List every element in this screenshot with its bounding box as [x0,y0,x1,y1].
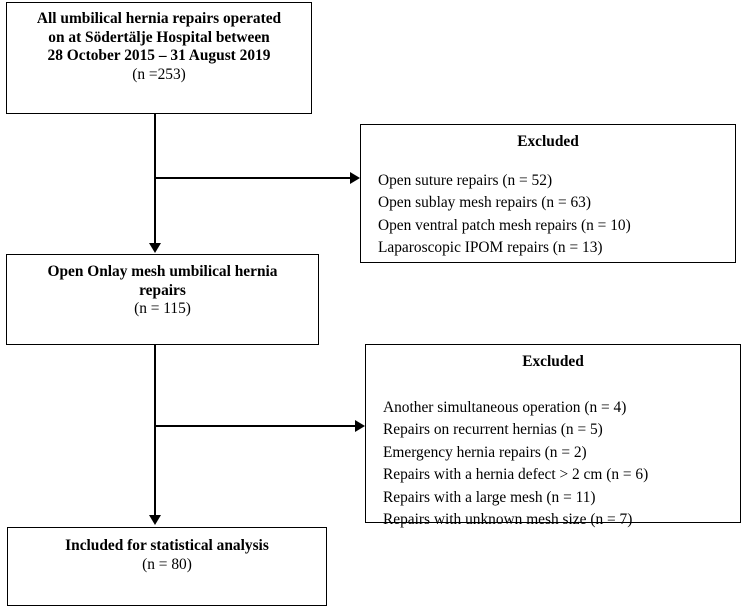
list-item: Repairs on recurrent hernias (n = 5) [383,421,603,439]
box-excluded-first: Excluded Open suture repairs (n = 52) Op… [360,124,736,263]
box-included-count: (n = 80) [142,555,192,573]
arrowhead-right-to-excluded-second [355,419,365,432]
box-source-body: All umbilical hernia repairs operated on… [7,10,311,84]
list-item: Repairs with a large mesh (n = 11) [383,488,596,506]
box-cohort-body: Open Onlay mesh umbilical hernia repairs… [15,263,310,319]
excluded-second-list: Another simultaneous operation (n = 4) R… [366,397,740,531]
list-item: Open sublay mesh repairs (n = 63) [378,194,591,212]
box-source-line-2: on at Södertälje Hospital between [48,28,270,46]
connector-horizontal-to-excluded-second [154,425,356,427]
box-onlay-mesh-cohort: Open Onlay mesh umbilical hernia repairs… [6,254,319,345]
excluded-first-title: Excluded [517,133,579,150]
arrowhead-down-to-included [148,515,161,525]
list-item: Repairs with unknown mesh size (n = 7) [383,511,633,529]
list-item: Open ventral patch mesh repairs (n = 10) [378,216,631,234]
box-cohort-line-2: repairs [139,281,186,299]
box-included-body: Included for statistical analysis (n = 8… [8,537,326,574]
box-source-count: (n =253) [132,65,186,83]
connector-vertical-source-to-cohort [154,113,156,245]
box-source-line-1: All umbilical hernia repairs operated [36,10,282,27]
list-item: Repairs with a hernia defect > 2 cm (n =… [383,466,649,484]
arrowhead-right-to-excluded-first [350,171,360,184]
box-included-line-1: Included for statistical analysis [65,537,269,554]
box-source-line-3: 28 October 2015 – 31 August 2019 [47,47,271,65]
connector-vertical-cohort-to-included [154,344,156,516]
box-source-population: All umbilical hernia repairs operated on… [6,2,312,114]
list-item: Another simultaneous operation (n = 4) [383,399,627,416]
list-item: Laparoscopic IPOM repairs (n = 13) [378,239,603,257]
list-item: Emergency hernia repairs (n = 2) [383,443,587,461]
excluded-first-list: Open suture repairs (n = 52) Open sublay… [361,170,735,260]
arrowhead-down-to-cohort [148,243,161,253]
box-included-analysis: Included for statistical analysis (n = 8… [7,527,327,606]
list-item: Open suture repairs (n = 52) [378,172,553,189]
box-cohort-count: (n = 115) [134,300,191,318]
box-cohort-line-1: Open Onlay mesh umbilical hernia [47,263,278,280]
box-excluded-second: Excluded Another simultaneous operation … [365,344,741,528]
connector-horizontal-to-excluded-first [154,177,351,179]
excluded-second-title: Excluded [522,353,584,370]
